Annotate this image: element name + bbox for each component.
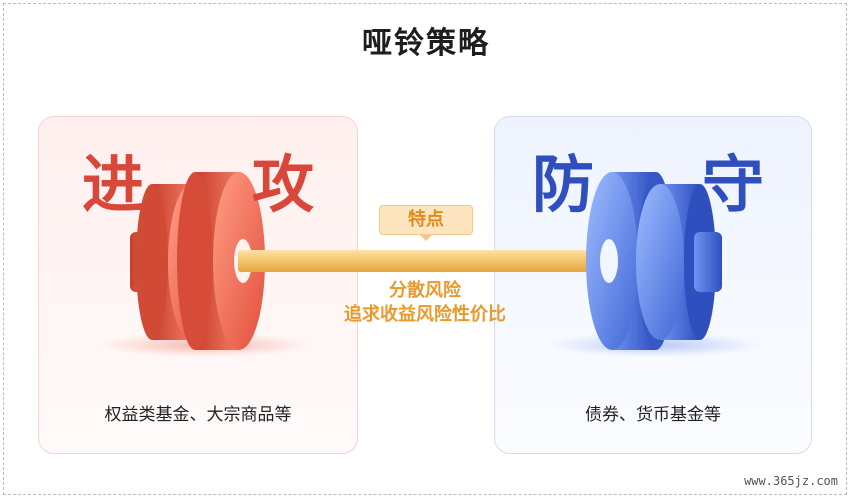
dashed-frame bbox=[3, 3, 847, 495]
offense-char-1: 进 bbox=[82, 148, 145, 221]
right-weight-plates bbox=[586, 172, 722, 350]
feature-badge-pointer bbox=[419, 234, 433, 241]
left-weight-plates bbox=[130, 172, 265, 350]
offense-caption: 权益类基金、大宗商品等 bbox=[104, 405, 292, 425]
feature-line-2: 追求收益风险性价比 bbox=[344, 304, 506, 325]
watermark: www.365jz.com bbox=[744, 474, 838, 488]
offense-char-2: 攻 bbox=[252, 148, 315, 221]
defense-caption: 债券、货币基金等 bbox=[585, 405, 721, 425]
defense-char-2: 守 bbox=[702, 148, 765, 221]
feature-line-1: 分散风险 bbox=[389, 280, 461, 301]
feature-badge: 特点 bbox=[379, 205, 473, 235]
page-title: 哑铃策略 bbox=[362, 26, 490, 61]
dumbbell-bar bbox=[238, 250, 614, 272]
defense-char-1: 防 bbox=[532, 148, 595, 221]
